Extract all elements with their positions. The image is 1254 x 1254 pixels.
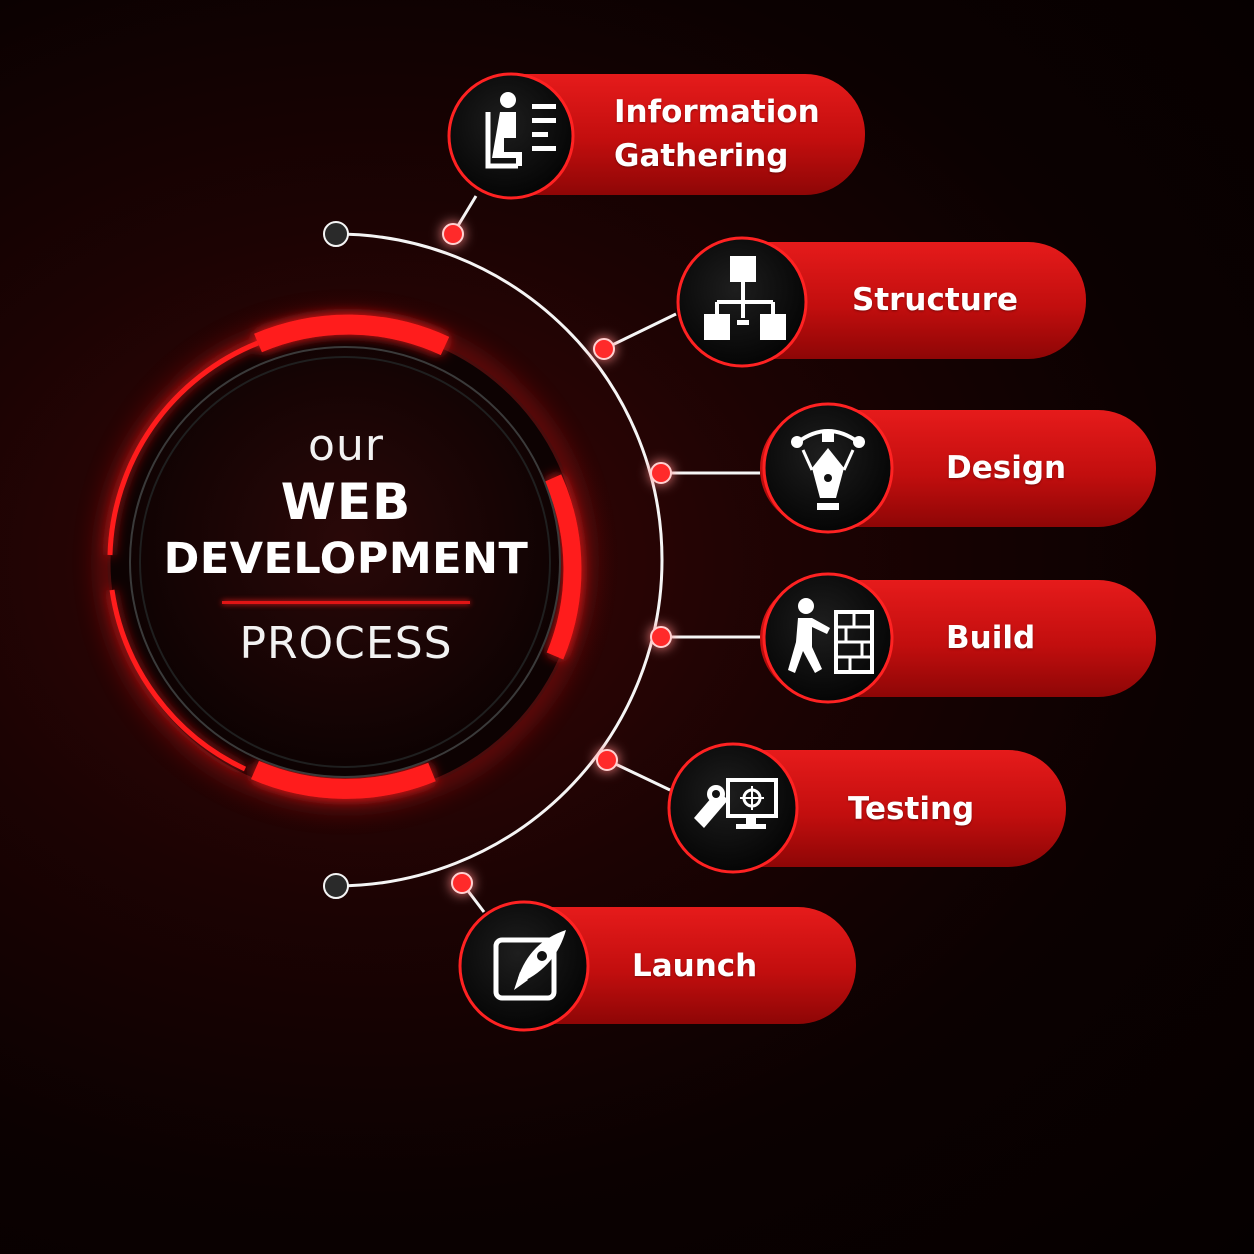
step-label-testing: Testing [848, 791, 975, 827]
step-label-launch: Launch [632, 948, 758, 984]
hub-line-development: DEVELOPMENT [163, 534, 529, 584]
step-label-structure: Structure [852, 282, 1019, 318]
arc-end-cap-top [323, 221, 349, 247]
step-label-build: Build [946, 620, 1036, 656]
bug-monitor-icon [694, 778, 778, 829]
pen-tool-icon [791, 429, 865, 510]
step-label-design: Design [946, 450, 1067, 486]
person-reading-icon [485, 92, 556, 169]
hub-inner-disc [129, 346, 561, 778]
hub-line-our: our [308, 420, 384, 471]
sitemap-icon [704, 256, 786, 340]
hub-title: our WEB DEVELOPMENT PROCESS [130, 420, 562, 669]
rocket-icon [493, 930, 566, 1001]
connector-arc [335, 232, 664, 888]
connector-lines [451, 195, 760, 913]
arc-end-cap-bottom [323, 873, 349, 899]
hub-red-segments [107, 314, 582, 799]
connector-dots [442, 223, 672, 894]
hub-divider [222, 601, 470, 604]
step-label-information-gathering: Information Gathering [614, 90, 820, 178]
worker-bricks-icon [788, 598, 874, 674]
step-label-line1: Information [614, 94, 820, 130]
hub-line-web: WEB [280, 473, 412, 531]
step-label-line2: Gathering [614, 138, 789, 174]
hub-line-process: PROCESS [239, 618, 453, 669]
